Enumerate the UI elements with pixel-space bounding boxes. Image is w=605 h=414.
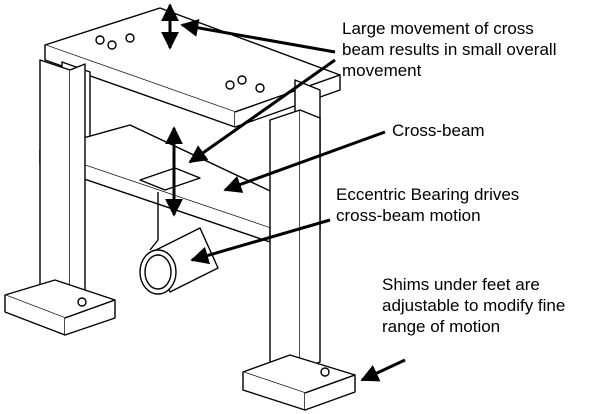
arrow-cross-beam	[223, 130, 386, 193]
label-shims-line-2: adjustable to modify fine	[382, 296, 566, 315]
label-shims: Shims under feet are adjustable to modif…	[382, 274, 565, 337]
right-foot	[242, 354, 356, 411]
label-large-movement-line-3: movement	[342, 61, 422, 80]
arrow-shims	[360, 358, 406, 382]
label-eccentric-line-2: cross-beam motion	[336, 206, 481, 225]
front-left-post	[39, 59, 86, 301]
arrow-eccentric	[190, 218, 331, 265]
eccentric-bearing	[139, 192, 219, 295]
label-shims-line-1: Shims under feet are	[382, 275, 540, 294]
label-eccentric-line-1: Eccentric Bearing drives	[336, 185, 520, 204]
label-large-movement-line-1: Large movement of cross	[342, 19, 534, 38]
label-cross-beam-line-1: Cross-beam	[392, 121, 485, 140]
arrow-large-to-top	[180, 18, 336, 54]
arrow-large-to-crossbeam	[188, 58, 336, 164]
label-large-movement-line-2: beam results in small overall	[342, 40, 557, 59]
label-eccentric-bearing: Eccentric Bearing drives cross-beam moti…	[336, 184, 519, 226]
label-shims-line-3: range of motion	[382, 317, 501, 336]
front-right-post	[269, 109, 321, 379]
label-large-movement: Large movement of cross beam results in …	[342, 18, 556, 81]
label-cross-beam: Cross-beam	[392, 120, 485, 141]
left-foot	[4, 279, 116, 336]
